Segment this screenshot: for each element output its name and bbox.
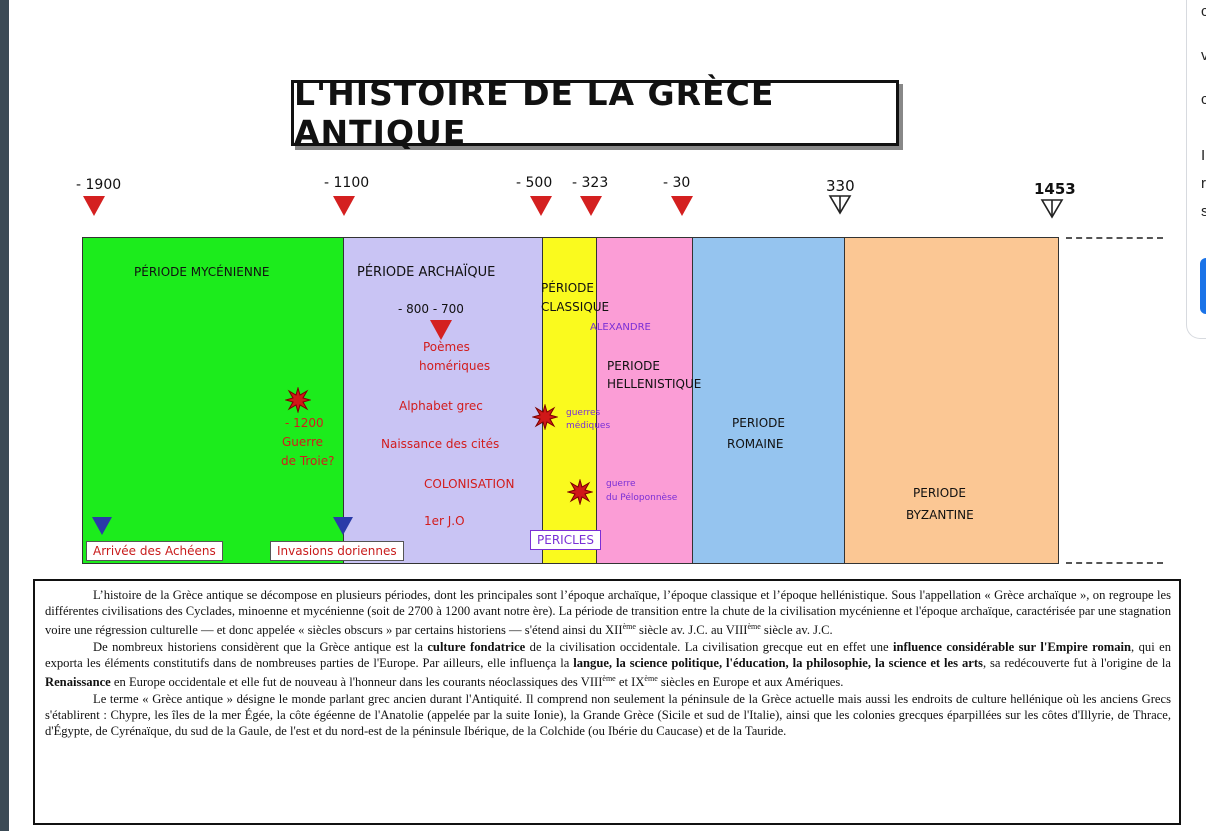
event-peloponnese: guerre — [606, 479, 636, 489]
paragraph: De nombreux historiens considèrent que l… — [45, 639, 1172, 690]
timeline-arrow-outline — [1040, 199, 1064, 219]
event-poemes: Poèmes — [423, 340, 470, 354]
timeline-arrow-red — [430, 320, 452, 340]
event-jo: 1er J.O — [424, 514, 465, 528]
event-doriennes: Invasions doriennes — [270, 541, 404, 561]
side-panel-button[interactable] — [1200, 258, 1206, 314]
period-label-classique: CLASSIQUE — [541, 300, 610, 314]
dashed-continuation-bottom — [1066, 562, 1163, 564]
timeline-arrow-red — [83, 196, 105, 216]
timeline-arrow-red — [333, 196, 355, 216]
paragraph: L’histoire de la Grèce antique se décomp… — [45, 588, 1171, 638]
event-cites: Naissance des cités — [381, 437, 500, 451]
period-label-byzantine: BYZANTINE — [906, 508, 974, 522]
period-romaine — [692, 237, 845, 564]
period-classique — [542, 237, 597, 564]
event-acheens: Arrivée des Achéens — [86, 541, 223, 561]
event-troie: Guerre — [282, 435, 324, 449]
year-label: - 1100 — [324, 175, 370, 191]
side-panel: c v c I r s — [1186, 0, 1206, 339]
side-panel-letter: I — [1201, 147, 1206, 164]
period-hellenistique — [597, 237, 692, 564]
year-label: - 500 — [516, 175, 553, 191]
year-label: - 323 — [572, 175, 609, 191]
timeline-arrow-red — [671, 196, 693, 216]
period-byzantine — [845, 237, 1059, 564]
event-troie: de Troie? — [281, 454, 335, 468]
period-label-romaine: PERIODE — [732, 416, 785, 430]
left-window-edge — [0, 0, 9, 831]
event-alphabet: Alphabet grec — [399, 399, 483, 413]
year-label: 330 — [826, 177, 855, 195]
side-panel-letter: c — [1201, 4, 1206, 20]
event-pericles: PERICLES — [530, 530, 601, 550]
side-panel-letter: r — [1201, 175, 1206, 192]
battle-star-icon — [285, 387, 311, 413]
event-mediques: médiques — [566, 421, 611, 431]
timeline-arrow-outline — [828, 195, 852, 215]
year-label: 1453 — [1034, 180, 1076, 198]
period-label-hellenistique: HELLENISTIQUE — [607, 377, 702, 391]
period-label-mycenienne: PÉRIODE MYCÉNIENNE — [134, 265, 270, 279]
event-archaic-dates: - 800 - 700 — [398, 302, 464, 316]
event-troie-year: - 1200 — [285, 416, 324, 430]
year-label: - 30 — [663, 175, 691, 191]
battle-star-icon — [567, 479, 593, 505]
event-peloponnese: du Péloponnèse — [606, 493, 678, 503]
event-mediques: guerres — [566, 408, 601, 418]
description-text-box: L’histoire de la Grèce antique se décomp… — [33, 579, 1181, 825]
period-label-byzantine: PERIODE — [913, 486, 966, 500]
timeline-arrow-red — [530, 196, 552, 216]
period-label-archaique: PÉRIODE ARCHAÏQUE — [357, 265, 496, 280]
side-panel-letter: s — [1201, 204, 1206, 220]
dashed-continuation-top — [1066, 237, 1163, 239]
timeline-arrow-red — [580, 196, 602, 216]
timeline-arrow-blue — [92, 517, 112, 535]
side-panel-letter: c — [1201, 92, 1206, 108]
title-box: L'HISTOIRE DE LA GRÈCE ANTIQUE — [291, 74, 899, 152]
period-label-romaine: ROMAINE — [727, 437, 784, 451]
event-colonisation: COLONISATION — [424, 477, 515, 491]
period-label-hellenistique: PERIODE — [607, 359, 660, 373]
period-archaique — [344, 237, 542, 564]
period-label-classique: PÉRIODE — [541, 281, 594, 295]
side-panel-letter: v — [1201, 48, 1206, 64]
paragraph: Le terme « Grèce antique » désigne le mo… — [45, 691, 1171, 738]
battle-star-icon — [532, 404, 558, 430]
timeline-arrow-blue — [333, 517, 353, 535]
event-alexandre: ALEXANDRE — [590, 322, 651, 333]
page-title: L'HISTOIRE DE LA GRÈCE ANTIQUE — [294, 74, 775, 152]
event-poemes: homériques — [419, 359, 491, 373]
year-label: - 1900 — [76, 177, 122, 193]
